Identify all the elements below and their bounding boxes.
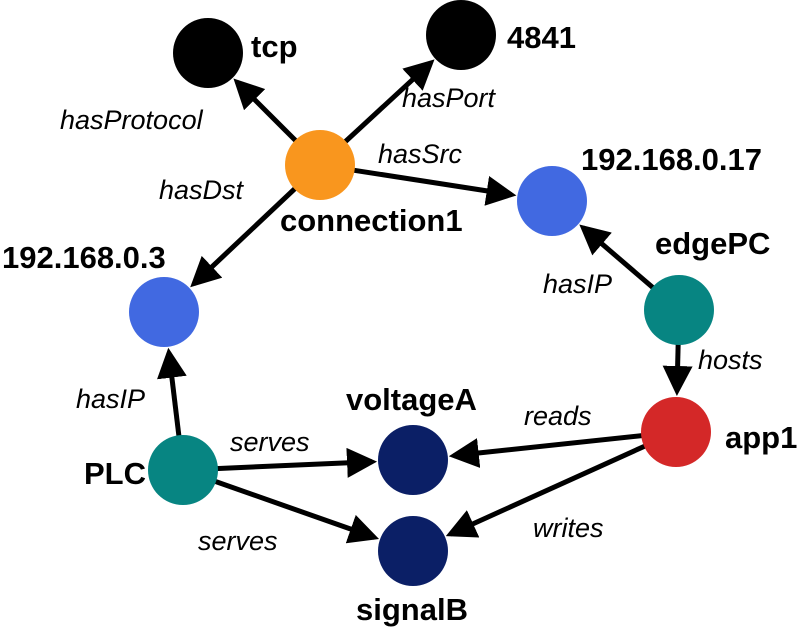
edge-label-hosts: hosts [698,345,763,375]
node-label-voltagea: voltageA [346,382,477,417]
edge-app1-to-signalB [445,443,647,538]
node-plc[interactable] [148,435,218,505]
node-label-plc: PLC [84,456,146,491]
edge-app1-to-voltageA [448,433,644,468]
edge-PLC-to-signalB [213,478,380,544]
node-label-ip17: 192.168.0.17 [581,142,762,177]
edge-label-serves: serves [198,526,278,556]
node-label-tcp: tcp [251,29,298,64]
node-label-connection1: connection1 [280,203,463,238]
node-label-port: 4841 [507,20,576,55]
edge-label-writes: writes [533,513,604,543]
edge-edgePC-to-app1 [662,342,693,397]
node-tcp[interactable] [173,18,243,88]
edge-connection1-to-tcp [233,78,299,144]
edge-label-reads: reads [524,401,592,431]
node-label-edgepc: edgePC [655,226,770,261]
edge-connection1-to-port [342,59,435,145]
node-signalb[interactable] [378,516,448,586]
node-edgepc[interactable] [644,275,714,345]
edge-label-hasdst: hasDst [159,175,245,205]
node-connection1[interactable] [285,130,355,200]
edge-label-hasprotocol: hasProtocol [60,105,204,135]
edge-label-hassrc: hasSrc [378,139,463,169]
node-ip3[interactable] [129,277,199,347]
edges-layer [156,59,693,544]
node-app1[interactable] [641,397,711,467]
edge-connection1-to-ip17 [352,167,517,206]
node-label-ip3: 192.168.0.3 [2,240,166,275]
node-ip17[interactable] [517,166,587,236]
edge-PLC-to-voltageA [215,447,378,478]
node-label-signalb: signalB [356,592,468,627]
node-label-app1: app1 [725,420,797,455]
labels-layer: hasProtocol hasPort hasSrc hasDst hasIP hosts… [2,20,797,627]
edge-label-hasip: hasIP [543,269,612,299]
edge-edgePC-to-ip17 [579,224,656,291]
edge-label-hasport: hasPort [402,83,497,113]
edge-connection1-to-ip3 [190,185,298,288]
edge-label-serves: serves [230,427,310,457]
node-voltagea[interactable] [378,425,448,495]
nodes-layer [129,0,714,586]
edge-label-hasip: hasIP [76,384,145,414]
node-port[interactable] [426,0,496,70]
edge-PLC-to-ip3 [156,347,187,438]
